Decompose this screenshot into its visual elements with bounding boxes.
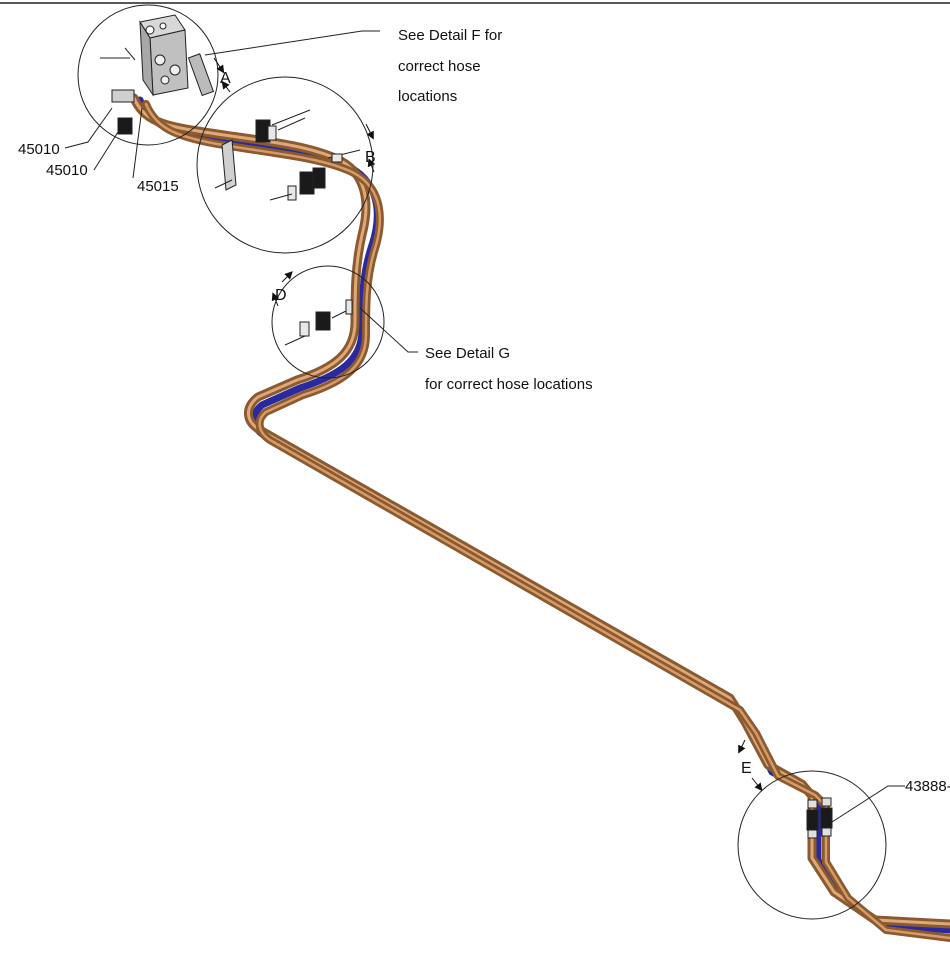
valve-manifold: [100, 14, 215, 135]
detail-letter-a: A: [220, 70, 231, 87]
leader-45015: [132, 107, 143, 179]
detail-arrows: [213, 57, 763, 792]
leader-detail-f: [204, 30, 380, 56]
leader-detail-g: [359, 307, 418, 353]
copper-hose-a-highlight: [132, 96, 950, 926]
part-number-43888: 43888-: [905, 778, 950, 795]
detail-letter-e: E: [741, 760, 752, 777]
detail-circle-d: [271, 265, 385, 379]
clamp-bracket-assembly-b: [214, 109, 361, 201]
callout-detail-f-line-3: locations: [398, 88, 457, 105]
callout-detail-g-line-2: for correct hose locations: [425, 376, 593, 393]
callout-detail-f: See Detail F for correct hose locations: [398, 27, 502, 105]
part-number-45015: 45015: [137, 178, 179, 195]
detail-circle-e: [737, 770, 887, 920]
callout-detail-f-line-1: See Detail F for: [398, 27, 502, 44]
callout-detail-g-line-1: See Detail G: [425, 345, 510, 362]
leader-45010-b: [93, 131, 119, 171]
detail-letter-b: B: [365, 149, 376, 166]
fittings-e: [806, 797, 833, 839]
detail-letter-d: D: [275, 287, 287, 304]
detail-circle-a: [77, 4, 219, 146]
leader-45010-a: [64, 107, 113, 149]
clamp-assembly-d: [284, 299, 353, 346]
callout-detail-f-line-2: correct hose: [398, 58, 481, 75]
leader-43888: [831, 785, 905, 823]
part-number-45010-b: 45010: [46, 162, 88, 179]
part-number-45010-a: 45010: [18, 141, 60, 158]
callout-detail-g: See Detail G for correct hose locations: [425, 345, 593, 393]
